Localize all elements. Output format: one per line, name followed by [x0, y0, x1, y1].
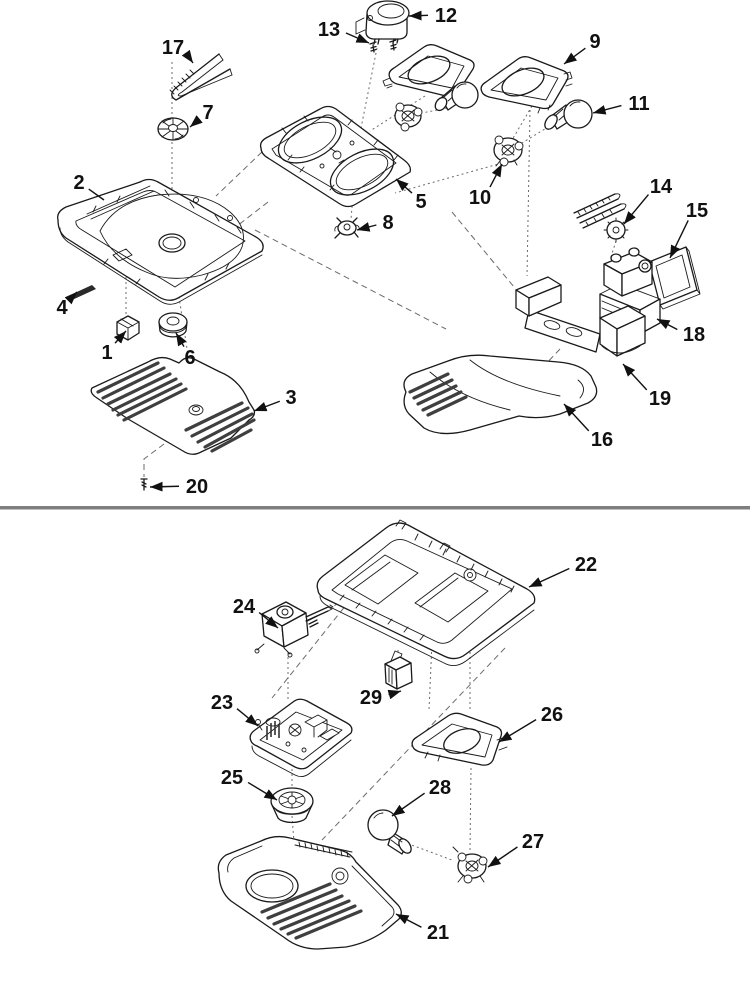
callout-label-18: 18: [683, 324, 705, 346]
part-3-grille: [90, 356, 256, 455]
callout-label-28: 28: [429, 777, 451, 799]
leader-line-19: [622, 363, 648, 391]
leader-line-20: [149, 481, 180, 492]
lower-section: [217, 519, 536, 950]
callout-label-17: 17: [162, 37, 184, 59]
part-7-impeller: [157, 117, 189, 141]
leader-line-4: [64, 291, 78, 305]
part-22-base-housing: [304, 519, 536, 666]
part-29-switch: [384, 650, 413, 690]
part-28-bulb: [367, 809, 412, 855]
leader-line-14: [623, 194, 649, 225]
part-5-frame: [259, 105, 412, 208]
callout-label-26: 26: [541, 704, 563, 726]
callout-label-10: 10: [469, 187, 491, 209]
part-27-lamp-socket: [452, 846, 488, 884]
part-21-bottom-cover: [217, 835, 402, 950]
leader-line-29: [387, 689, 402, 700]
leader-line-27: [487, 846, 518, 868]
part-20-screw: [140, 478, 148, 491]
part-26-lamp-cover: [411, 712, 508, 766]
leader-line-28: [391, 792, 425, 817]
part-12-fan-assembly: [355, 0, 410, 45]
part-8-bracket: [334, 217, 360, 239]
leader-line-9: [563, 47, 586, 65]
leader-line-5: [395, 178, 413, 194]
part-19-bracket-housing: [515, 276, 646, 357]
callout-label-8: 8: [382, 212, 393, 234]
leader-line-2: [88, 188, 105, 201]
bulb-left: [434, 81, 479, 112]
callout-label-16: 16: [591, 429, 613, 451]
leader-line-23: [236, 708, 259, 727]
part-16-shell-cover: [403, 354, 598, 435]
callout-label-23: 23: [211, 692, 233, 714]
leader-line-24: [258, 611, 279, 629]
callout-label-24: 24: [233, 596, 256, 618]
leader-line-8: [356, 222, 377, 232]
leader-line-10: [489, 163, 503, 188]
leader-line-12: [408, 10, 429, 21]
callout-layer: 1234567891011121314151617181920212223242…: [56, 5, 708, 944]
leader-line-6: [175, 332, 187, 347]
part-23-component-tray: [249, 698, 353, 778]
part-2-top-panel: [57, 178, 264, 305]
section-divider: [0, 506, 750, 510]
leader-line-21: [395, 913, 422, 928]
leader-line-18: [656, 318, 678, 331]
leader-line-16: [563, 403, 590, 432]
callout-label-21: 21: [427, 922, 449, 944]
part-13-mounting-screws: [369, 39, 397, 53]
part-25-knob: [270, 787, 314, 824]
callout-label-25: 25: [221, 767, 243, 789]
leader-line-1: [113, 330, 127, 344]
callout-label-6: 6: [184, 347, 195, 369]
callout-label-1: 1: [101, 342, 112, 364]
callout-label-22: 22: [575, 554, 597, 576]
callout-label-3: 3: [285, 387, 296, 409]
part-10-lamp-socket: [493, 135, 524, 167]
callout-label-9: 9: [589, 31, 600, 53]
callout-label-12: 12: [435, 5, 457, 27]
callout-label-5: 5: [415, 191, 426, 213]
leader-line-25: [247, 781, 278, 801]
upper-section: [57, 0, 701, 491]
callout-label-19: 19: [649, 388, 671, 410]
part-15-plate: [648, 246, 701, 310]
callout-label-27: 27: [522, 831, 544, 853]
leader-line-22: [528, 567, 570, 588]
callout-label-14: 14: [650, 176, 673, 198]
part-17-belt: [169, 53, 233, 101]
leader-line-17: [181, 49, 194, 64]
callout-label-15: 15: [686, 200, 708, 222]
part-9-lamp-cover: [480, 56, 573, 114]
callout-label-2: 2: [73, 172, 84, 194]
leader-line-11: [592, 104, 622, 115]
part-11-bulb: [544, 99, 593, 130]
callout-label-29: 29: [360, 687, 382, 709]
leader-line-15: [669, 220, 689, 259]
leader-line-3: [253, 400, 281, 412]
callout-label-4: 4: [56, 297, 68, 319]
callout-label-11: 11: [628, 93, 649, 115]
leader-line-7: [189, 115, 203, 128]
lamp-cover-left: [382, 44, 475, 98]
leader-line-13: [345, 32, 370, 44]
part-24-motor: [254, 601, 334, 658]
leader-line-26: [498, 719, 537, 743]
callout-label-7: 7: [202, 102, 213, 124]
part-14-chain-and-gear: [573, 193, 629, 243]
lamp-socket-left: [394, 102, 423, 132]
callout-label-20: 20: [186, 476, 208, 498]
callout-label-13: 13: [318, 19, 340, 41]
part-6-grommet: [158, 312, 188, 338]
